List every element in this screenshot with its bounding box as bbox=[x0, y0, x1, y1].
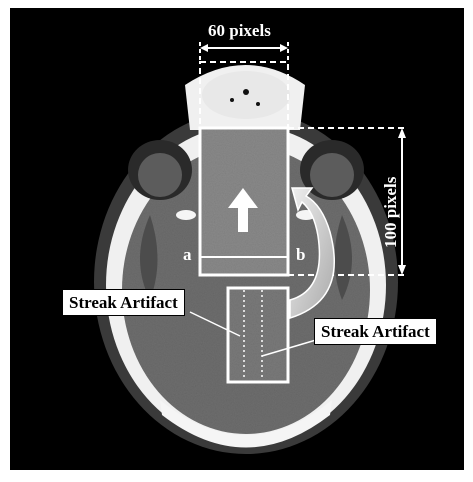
streak-artifact-label-right: Streak Artifact bbox=[314, 318, 437, 345]
point-b-label: b bbox=[296, 246, 305, 263]
width-label: 60 pixels bbox=[208, 22, 271, 39]
height-label: 100 pixels bbox=[382, 177, 399, 248]
streak-artifact-label-left: Streak Artifact bbox=[62, 289, 185, 316]
point-a-label: a bbox=[183, 246, 192, 263]
